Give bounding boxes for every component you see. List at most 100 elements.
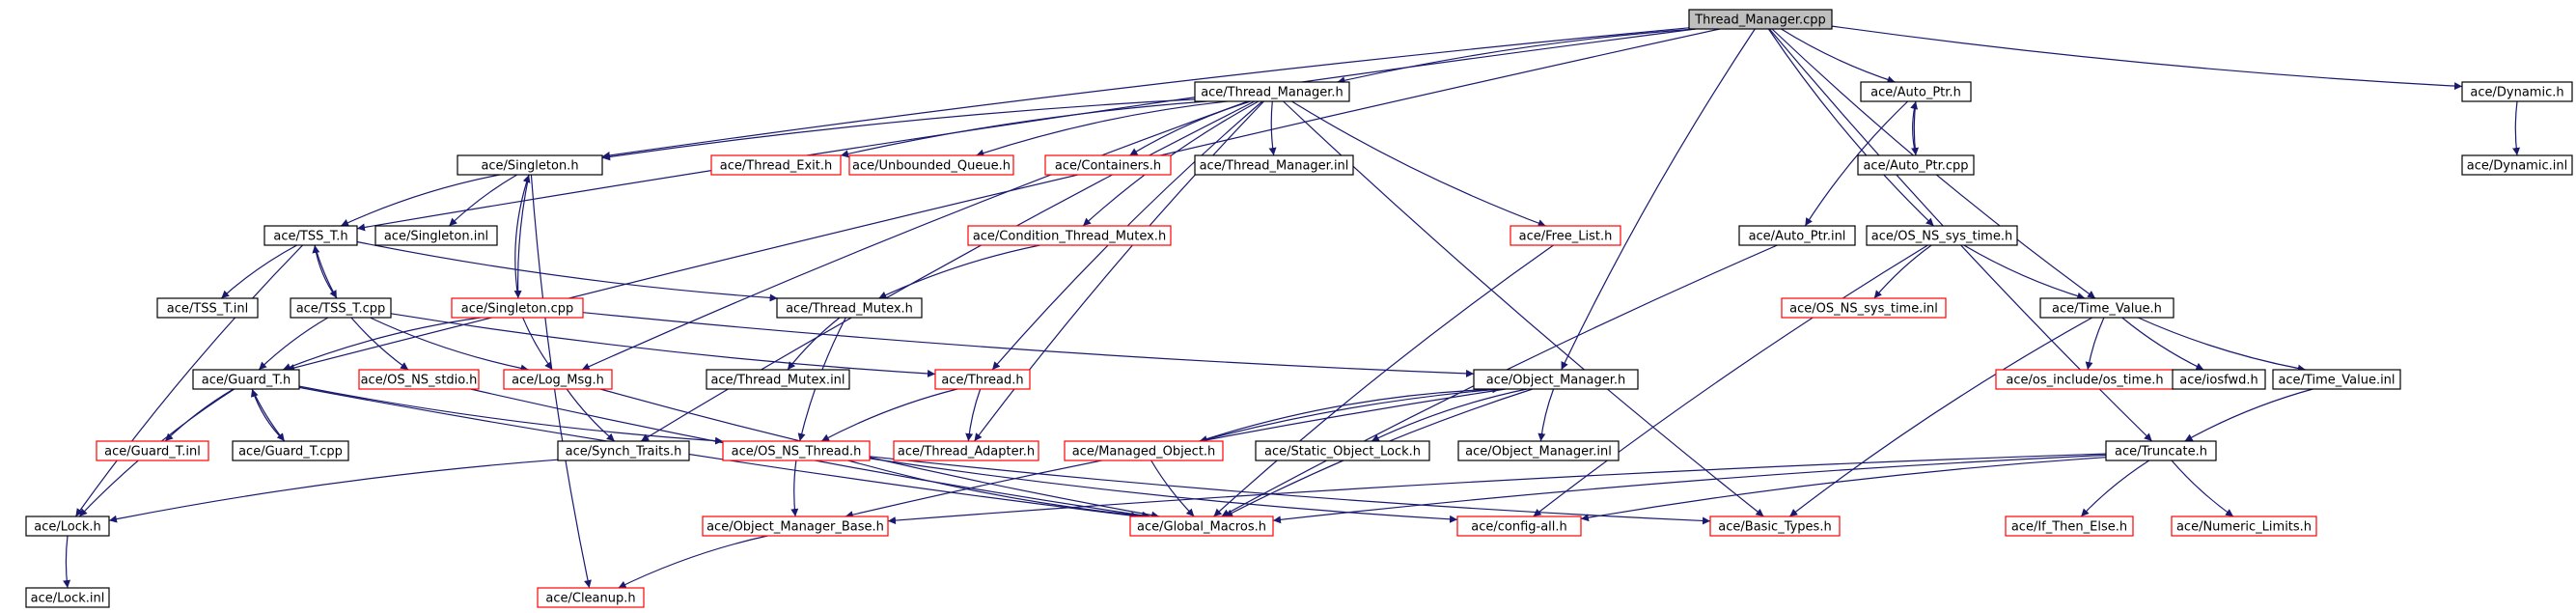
node-label: ace/Free_List.h [1519, 230, 1613, 244]
node-thread-h[interactable]: ace/Thread.h [934, 369, 1031, 390]
edge-tm_h-to-thread_adapter [974, 100, 1264, 442]
node-obj-mgr-inl[interactable]: ace/Object_Manager.inl [1457, 440, 1620, 461]
edge-root-to-dynamic_h [1831, 25, 2463, 91]
edge-thread_h-to-thread_adapter [965, 388, 982, 442]
node-label: ace/Auto_Ptr.h [1870, 86, 1961, 100]
node-tss-t-inl[interactable]: ace/TSS_T.inl [156, 297, 259, 319]
node-lock-inl[interactable]: ace/Lock.inl [25, 587, 110, 608]
node-label: ace/Singleton.inl [384, 230, 488, 244]
edge-managed_obj-to-obj_mgr_h [1199, 385, 1501, 442]
node-free-list[interactable]: ace/Free_List.h [1510, 225, 1621, 246]
edge-tm_h-to-containers [1129, 100, 1251, 156]
node-os-ns-stdio[interactable]: ace/OS_NS_stdio.h [358, 369, 480, 390]
node-box [893, 440, 1039, 461]
edge-tss_t_cpp-to-guard_t_h [258, 317, 329, 371]
node-lock-h[interactable]: ace/Lock.h [25, 515, 110, 537]
node-iosfwd[interactable]: ace/iosfwd.h [2172, 369, 2266, 390]
node-label: ace/Guard_T.inl [104, 445, 201, 460]
node-config-all[interactable]: ace/config-all.h [1456, 515, 1582, 537]
node-cond-mutex[interactable]: ace/Condition_Thread_Mutex.h [967, 225, 1172, 246]
node-label: ace/Auto_Ptr.cpp [1863, 159, 1968, 174]
node-numeric-limits[interactable]: ace/Numeric_Limits.h [2171, 515, 2317, 537]
edge-os_ns_thread-to-basic_types [869, 456, 1711, 525]
node-unb-queue[interactable]: ace/Unbounded_Queue.h [848, 154, 1014, 176]
edge-tss_t_h-to-lock_h [74, 244, 304, 517]
node-truncate-h[interactable]: ace/Truncate.h [2105, 440, 2217, 461]
node-log-msg[interactable]: ace/Log_Msg.h [503, 369, 613, 390]
edge-thread_h-to-os_ns_thread [820, 388, 958, 442]
node-tss-t-h[interactable]: ace/TSS_T.h [263, 225, 358, 246]
node-thread-mutex-h[interactable]: ace/Thread_Mutex.h [776, 297, 923, 319]
node-label: ace/Thread_Adapter.h [898, 445, 1035, 460]
node-tss-t-cpp[interactable]: ace/TSS_T.cpp [290, 297, 392, 319]
edge-tm_h-to-thread_exit [840, 100, 1207, 158]
node-if-then-else[interactable]: ace/If_Then_Else.h [2005, 515, 2134, 537]
node-synch-traits[interactable]: ace/Synch_Traits.h [557, 440, 690, 461]
node-box [2172, 369, 2266, 390]
edge-managed_obj-to-global_macros [1150, 460, 1195, 517]
edge-obj_mgr_h-to-obj_mgr_inl [1537, 388, 1555, 442]
edge-tm_h-to-log_msg [581, 100, 1249, 371]
edge-tss_t_h-to-tss_t_inl [220, 244, 297, 299]
node-os-ns-sys-time[interactable]: ace/OS_NS_sys_time.h [1866, 225, 2018, 246]
node-dynamic-h[interactable]: ace/Dynamic.h [2461, 81, 2573, 102]
edge-root-to-tss_t_h [356, 28, 1696, 232]
node-singleton-cpp[interactable]: ace/Singleton.cpp [451, 297, 584, 319]
node-label: ace/Log_Msg.h [512, 374, 604, 388]
node-singleton-h[interactable]: ace/Singleton.h [457, 154, 603, 176]
node-label: ace/Thread_Mutex.inl [710, 374, 845, 388]
node-label: ace/Unbounded_Queue.h [852, 159, 1011, 174]
node-dynamic-inl[interactable]: ace/Dynamic.inl [2461, 154, 2573, 176]
node-basic-types[interactable]: ace/Basic_Types.h [1709, 515, 1841, 537]
node-thread-mutex-inl[interactable]: ace/Thread_Mutex.inl [706, 369, 850, 390]
node-tm-h[interactable]: ace/Thread_Manager.h [1194, 81, 1350, 102]
node-managed-obj[interactable]: ace/Managed_Object.h [1064, 440, 1224, 461]
node-box [1781, 297, 1947, 319]
node-obj-mgr-h[interactable]: ace/Object_Manager.h [1473, 369, 1639, 390]
node-guard-t-cpp[interactable]: ace/Guard_T.cpp [232, 440, 349, 461]
node-auto-ptr-cpp[interactable]: ace/Auto_Ptr.cpp [1857, 154, 1975, 176]
node-box [1064, 440, 1224, 461]
node-box [1473, 369, 1639, 390]
node-box [25, 587, 110, 608]
node-tm-inl[interactable]: ace/Thread_Manager.inl [1194, 154, 1354, 176]
node-box [1457, 440, 1620, 461]
node-label: Thread_Manager.cpp [1694, 14, 1826, 28]
node-box [2171, 515, 2317, 537]
node-label: ace/Singleton.h [481, 159, 578, 174]
edge-root-to-singleton_h [601, 27, 1690, 159]
node-label: ace/Object_Manager_Base.h [706, 520, 884, 535]
node-os-time[interactable]: ace/os_include/os_time.h [1995, 369, 2174, 390]
node-label: ace/OS_NS_Thread.h [732, 445, 862, 460]
node-thread-adapter[interactable]: ace/Thread_Adapter.h [893, 440, 1039, 461]
node-thread-exit[interactable]: ace/Thread_Exit.h [710, 154, 842, 176]
edge-truncate_h-to-numeric_limits [2171, 460, 2234, 517]
edge-guard_t_h-to-os_ns_thread [298, 385, 724, 445]
node-singleton-inl[interactable]: ace/Singleton.inl [374, 225, 498, 246]
edge-cond_mutex-to-thread_mutex_h [878, 244, 1040, 299]
node-box [1857, 154, 1975, 176]
node-guard-t-h[interactable]: ace/Guard_T.h [192, 369, 300, 390]
node-box [451, 297, 584, 319]
node-os-ns-thread[interactable]: ace/OS_NS_Thread.h [722, 440, 871, 461]
node-global-macros[interactable]: ace/Global_Macros.h [1129, 515, 1274, 537]
node-box [2105, 440, 2217, 461]
node-static-obj-lock[interactable]: ace/Static_Object_Lock.h [1255, 440, 1430, 461]
node-box [848, 154, 1014, 176]
node-time-value-h[interactable]: ace/Time_Value.h [2039, 297, 2174, 319]
node-box [1738, 225, 1856, 246]
node-os-ns-sys-time-inl[interactable]: ace/OS_NS_sys_time.inl [1781, 297, 1947, 319]
node-time-value-inl[interactable]: ace/Time_Value.inl [2272, 369, 2401, 390]
node-label: ace/Time_Value.h [2052, 302, 2162, 317]
node-box [1194, 81, 1350, 102]
node-label: ace/Object_Manager.h [1486, 374, 1626, 388]
edge-time_value_h-to-time_value_inl [2137, 317, 2306, 373]
node-containers[interactable]: ace/Containers.h [1044, 154, 1172, 176]
edge-root-to-os_ns_sys_time [1767, 28, 1935, 227]
node-guard-t-inl[interactable]: ace/Guard_T.inl [96, 440, 209, 461]
node-auto-ptr-h[interactable]: ace/Auto_Ptr.h [1860, 81, 1972, 102]
node-cleanup-h[interactable]: ace/Cleanup.h [537, 587, 645, 608]
node-obj-mgr-base[interactable]: ace/Object_Manager_Base.h [702, 515, 889, 537]
edge-tm_h-to-tm_inl [1268, 100, 1277, 156]
node-auto-ptr-inl[interactable]: ace/Auto_Ptr.inl [1738, 225, 1856, 246]
